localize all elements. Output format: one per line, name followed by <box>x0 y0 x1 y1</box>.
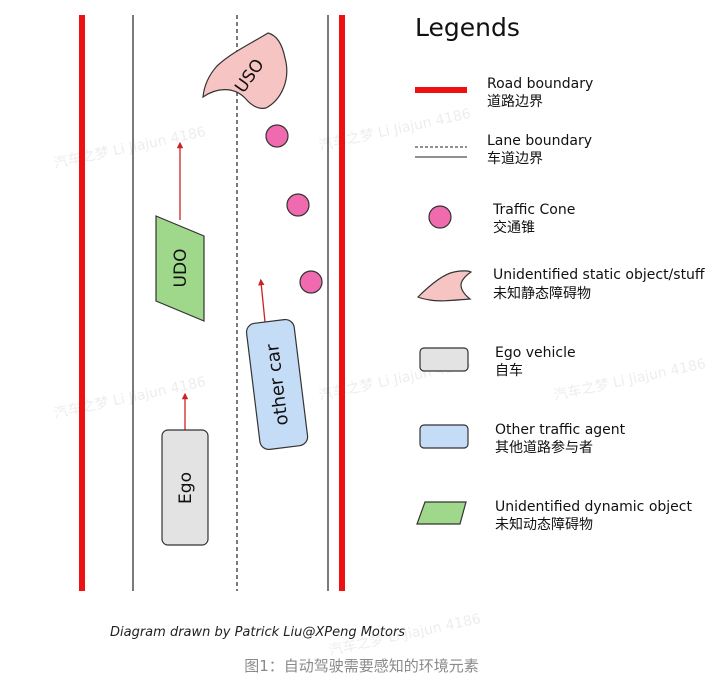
legend-item-uso: Unidentified static object/stuff 未知静态障碍物 <box>416 267 705 302</box>
legend-label-en: Other traffic agent <box>495 422 626 438</box>
udo-object: UDO <box>155 141 205 322</box>
watermark: 汽车之梦 Li Jiajun 4186 <box>52 123 207 172</box>
legend-item-road-boundary: Road boundary 道路边界 <box>415 76 593 110</box>
traffic-cone <box>299 270 323 294</box>
legend-label-zh: 道路边界 <box>487 94 543 110</box>
legend-item-ego: Ego vehicle 自车 <box>419 345 576 379</box>
watermark-layer: 汽车之梦 Li Jiajun 4186 汽车之梦 Li Jiajun 4186 … <box>52 105 707 659</box>
road-scene: USO UDO other car Ego Diagram drawn by P… <box>79 15 405 640</box>
legend-label-en: Road boundary <box>487 76 593 92</box>
udo-swatch <box>416 501 467 525</box>
udo-label: UDO <box>171 249 191 288</box>
watermark: 汽车之梦 Li Jiajun 4186 <box>52 373 207 422</box>
other-agent-swatch <box>419 424 469 449</box>
legend-label-zh: 交通锥 <box>493 219 535 236</box>
watermark: 汽车之梦 Li Jiajun 4186 <box>552 355 707 404</box>
traffic-cone <box>286 193 310 217</box>
legend-label-zh: 自车 <box>495 362 523 379</box>
legend-item-other-agent: Other traffic agent 其他道路参与者 <box>419 422 626 456</box>
legend-item-traffic-cone: Traffic Cone 交通锥 <box>428 202 575 236</box>
traffic-cone-swatch <box>428 205 452 229</box>
legend-label-en: Unidentified static object/stuff <box>493 267 705 283</box>
legend-label-en: Unidentified dynamic object <box>495 499 692 515</box>
legend-label-en: Traffic Cone <box>492 202 575 218</box>
ego-label: Ego <box>176 472 196 504</box>
other-car: other car <box>245 278 309 451</box>
traffic-cone <box>265 124 289 148</box>
legend-label-zh: 其他道路参与者 <box>495 439 593 456</box>
legend-title: Legends <box>415 13 520 42</box>
uso-object: USO <box>202 32 288 109</box>
other-car-motion-arrow <box>258 278 266 323</box>
ego-swatch <box>419 347 469 372</box>
uso-swatch <box>416 270 473 302</box>
legend-item-lane-boundary: Lane boundary 车道边界 <box>415 133 592 167</box>
legend-item-udo: Unidentified dynamic object 未知动态障碍物 <box>416 499 692 533</box>
legend-label-en: Ego vehicle <box>495 345 576 361</box>
diagram-credit: Diagram drawn by Patrick Liu@XPeng Motor… <box>110 625 405 640</box>
legend-label-zh: 未知静态障碍物 <box>493 285 591 302</box>
legend-label-zh: 车道边界 <box>487 150 543 167</box>
legend-label-zh: 未知动态障碍物 <box>495 516 593 533</box>
legend: Legends Road boundary 道路边界 Lane boundary… <box>415 13 705 533</box>
legend-label-en: Lane boundary <box>487 133 592 149</box>
ego-vehicle: Ego <box>161 392 209 546</box>
figure-caption: 图1：自动驾驶需要感知的环境元素 <box>244 657 479 675</box>
